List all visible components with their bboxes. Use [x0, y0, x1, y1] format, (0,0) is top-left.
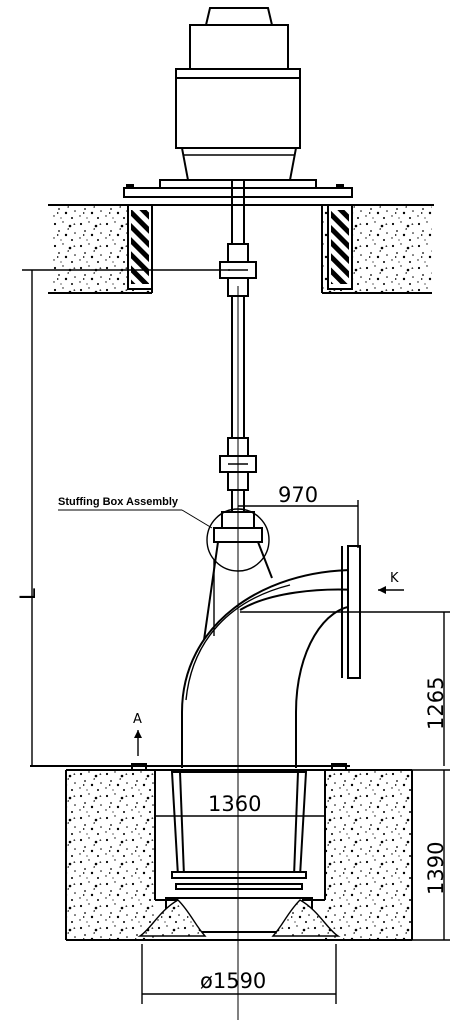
dim-1265-label: 1265 — [424, 677, 448, 730]
dimension-1360: 1360 — [155, 792, 325, 817]
sole-plate — [123, 179, 353, 198]
dimension-970: 970 — [238, 483, 359, 548]
stuffing-box-label: Stuffing Box Assembly — [58, 496, 179, 508]
pump-bowl — [137, 771, 341, 937]
dim-1590-label: ø1590 — [200, 969, 266, 993]
marker-A-label: A — [133, 712, 142, 727]
marker-K-label: K — [390, 571, 399, 586]
dim-970-label: 970 — [278, 483, 318, 507]
dimension-L: L — [16, 269, 230, 766]
dim-L-label: L — [16, 588, 40, 600]
section-marker-K: K — [378, 571, 404, 594]
dim-1390-label: 1390 — [424, 842, 448, 895]
column-pipe — [203, 541, 273, 641]
dimension-1390: 1390 — [412, 769, 450, 941]
section-marker-A: A — [133, 712, 142, 756]
shaft-coupling-upper — [219, 243, 257, 297]
anchor-sleeve-right — [327, 204, 353, 290]
base-plate — [30, 763, 350, 771]
anchor-sleeve-left — [127, 204, 153, 290]
discharge-elbow — [181, 569, 357, 768]
dimension-1265: 1265 — [240, 611, 450, 766]
dimension-1590: ø1590 — [141, 944, 337, 1004]
motor — [175, 7, 301, 181]
stuffing-box-callout: Stuffing Box Assembly — [58, 496, 213, 529]
dim-1360-label: 1360 — [208, 792, 261, 816]
